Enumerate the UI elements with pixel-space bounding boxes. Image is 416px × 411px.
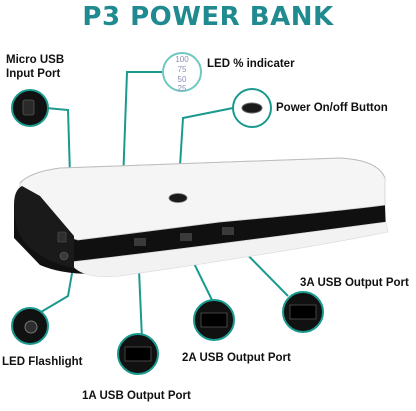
- label-micro-usb: Micro USB Input Port: [6, 54, 65, 80]
- diagram-title: P3 POWER BANK: [82, 2, 334, 32]
- label-led-indicator: LED % indicater: [207, 58, 295, 70]
- label-led-flashlight: LED Flashlight: [2, 356, 83, 368]
- flashlight-lens: [59, 251, 69, 261]
- leader-led-indicator: [121, 71, 163, 211]
- led-level-100: 100: [175, 55, 189, 64]
- label-usb-1a: 1A USB Output Port: [82, 390, 191, 402]
- micro-usb-port: [57, 231, 67, 243]
- led-level-50: 50: [178, 75, 187, 84]
- usb-port-2a: [180, 233, 192, 241]
- power-bank-bottom-trim: [69, 221, 389, 277]
- led-level-25: 25: [178, 84, 187, 93]
- usb-port-3a: [222, 227, 234, 235]
- leader-flashlight: [35, 261, 75, 316]
- label-power-button: Power On/off Button: [276, 102, 388, 114]
- led-level-75: 75: [178, 65, 187, 74]
- power-bank-end-face: [14, 186, 74, 268]
- power-button: [168, 193, 188, 203]
- label-usb-2a: 2A USB Output Port: [182, 352, 291, 364]
- label-usb-3a: 3A USB Output Port: [300, 277, 409, 289]
- usb-port-1a: [134, 238, 146, 246]
- led-indicator-callout: [162, 52, 202, 92]
